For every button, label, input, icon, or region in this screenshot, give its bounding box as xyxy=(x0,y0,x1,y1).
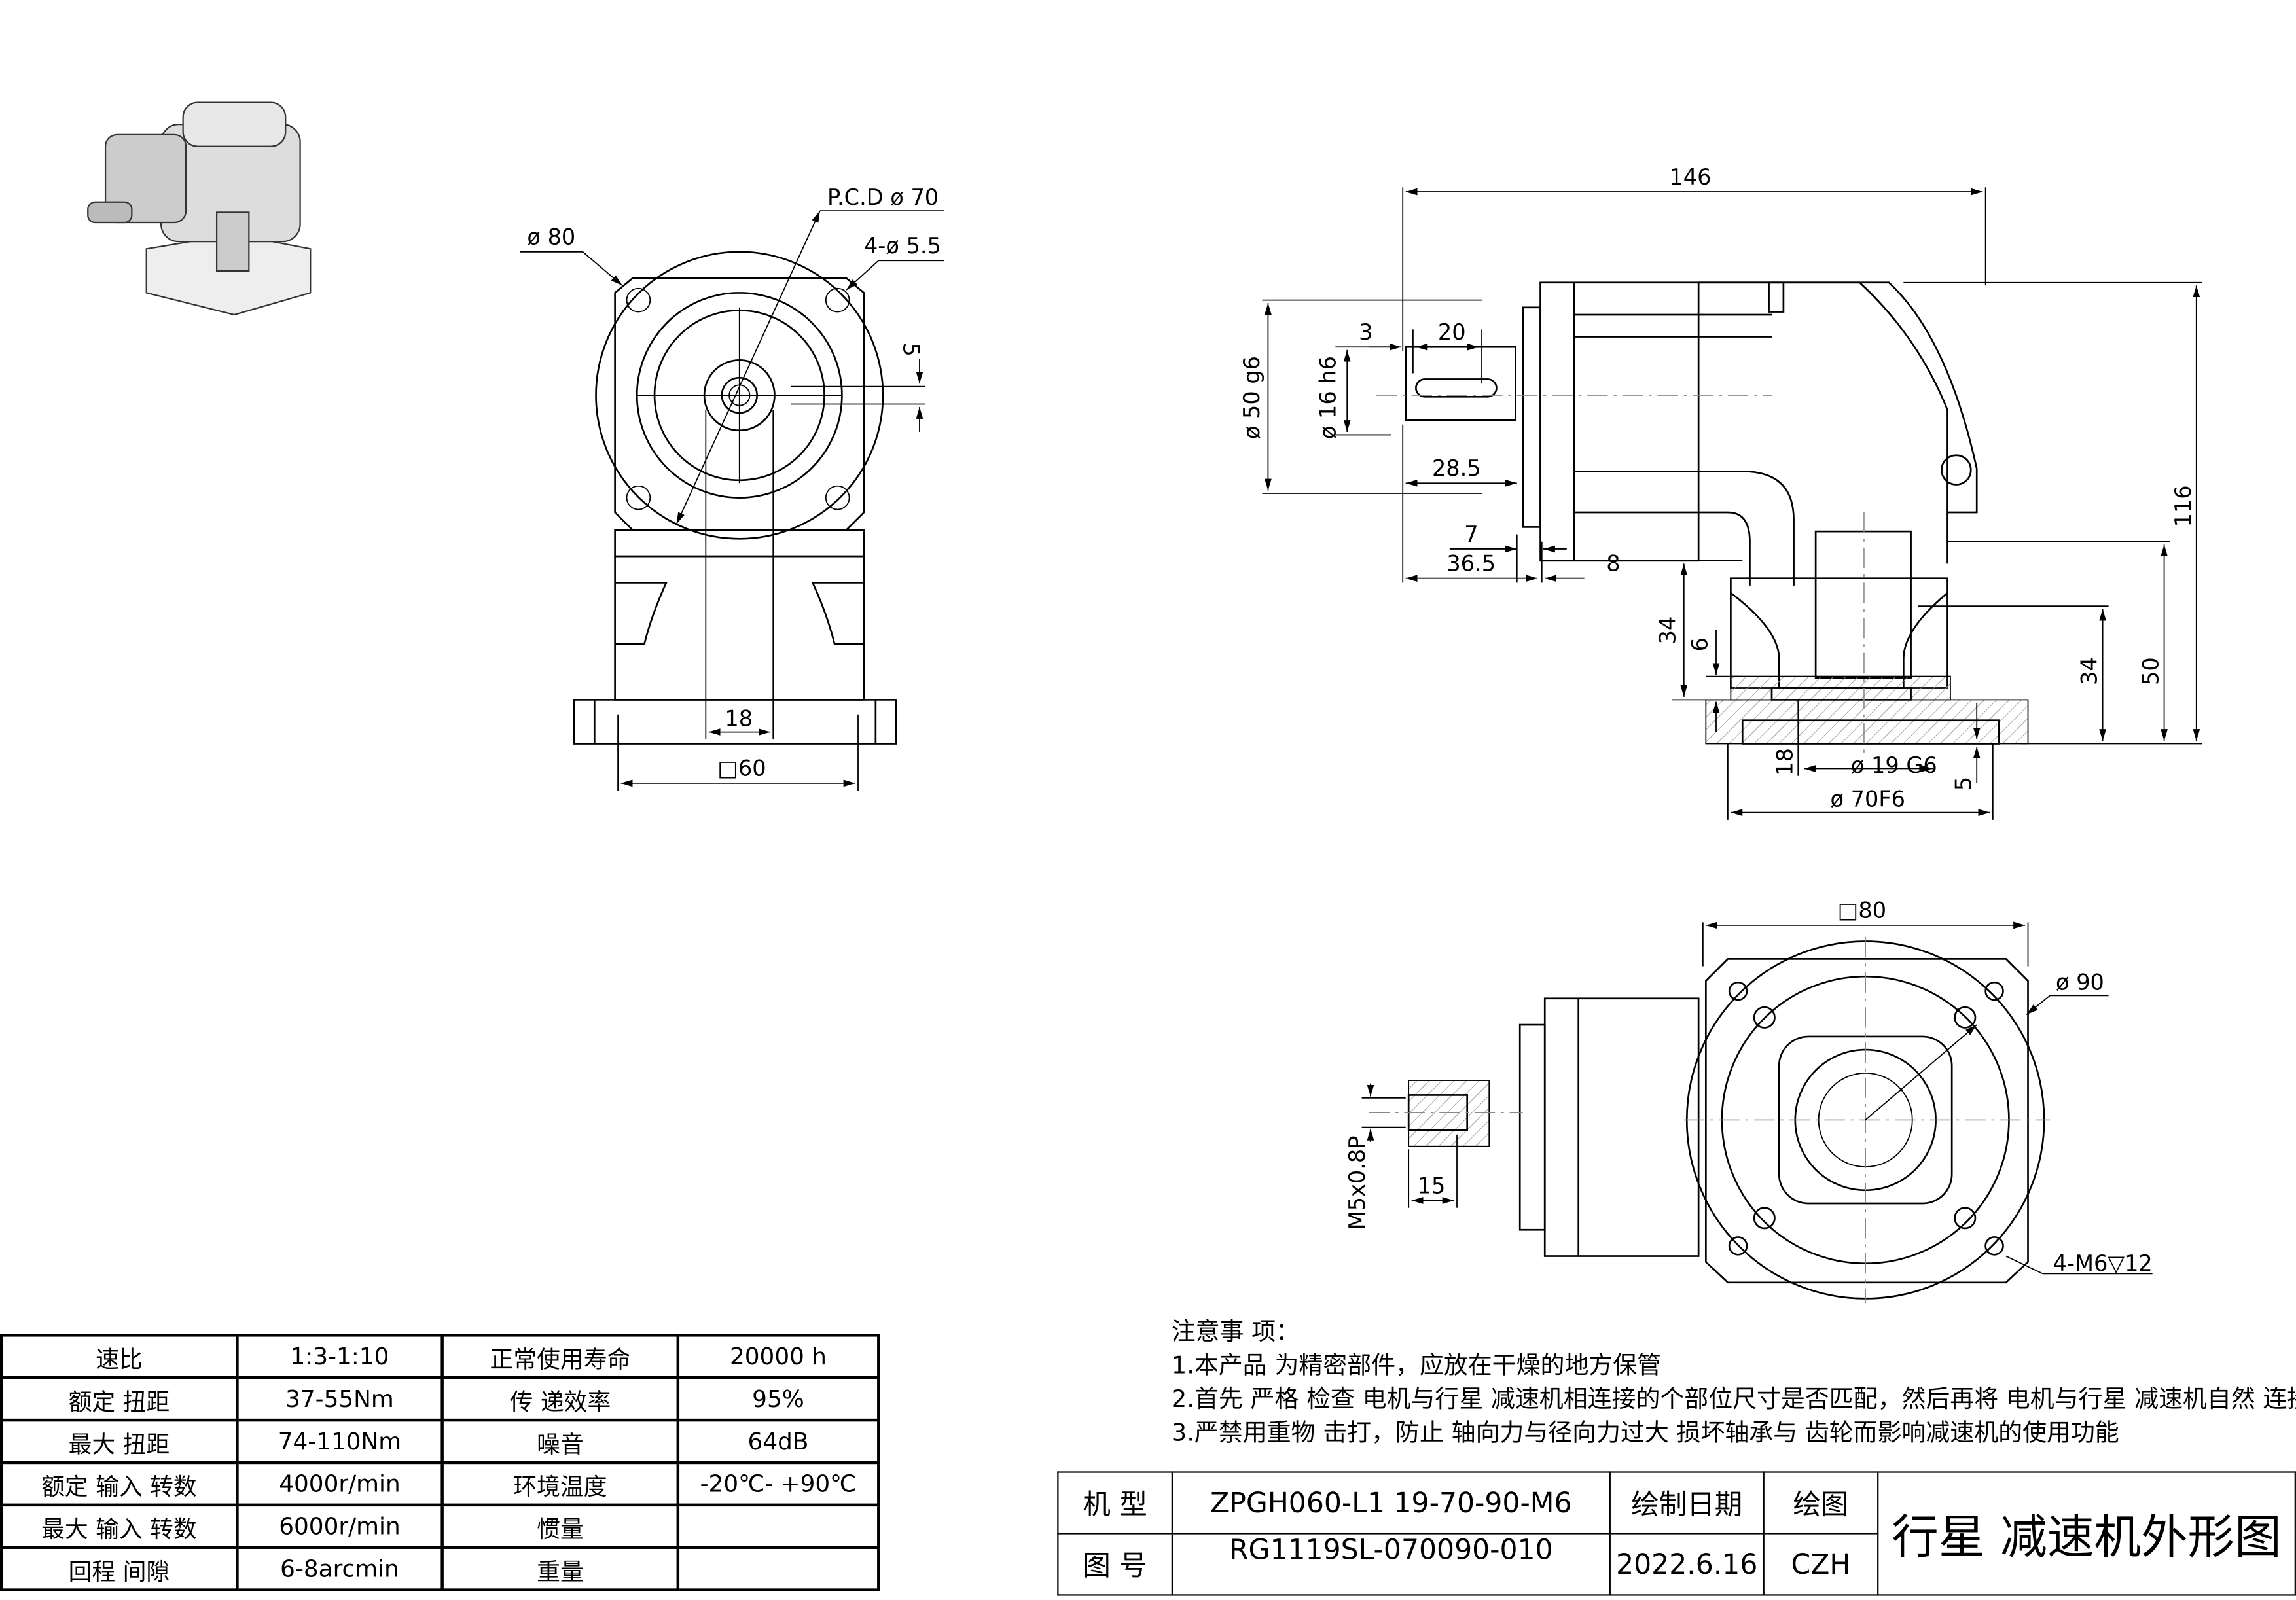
spec-label: 速比 xyxy=(0,1334,238,1379)
dim-tapped-holes: 4-M6▽12 xyxy=(2053,1251,2153,1276)
spec-value xyxy=(676,1503,880,1549)
spec-label: 噪音 xyxy=(441,1418,679,1465)
note-3: 3.严禁用重物 击打，防止 轴向力与径向力过大 损坏轴承与 齿轮而影响减速机的使… xyxy=(1171,1418,2119,1447)
dim-8: 8 xyxy=(1606,551,1620,577)
date-value: 2022.6.16 xyxy=(1609,1533,1765,1596)
spec-value: 6000r/min xyxy=(235,1503,444,1549)
drawer-value: CZH xyxy=(1763,1533,1879,1596)
spec-label: 环境温度 xyxy=(441,1461,679,1507)
spec-label: 最大 扭距 xyxy=(0,1418,238,1465)
spec-label: 额定 输入 转数 xyxy=(0,1461,238,1507)
drawing-number: RG1119SL-070090-010 xyxy=(1171,1533,1611,1596)
dim-pilot-dia: ø 50 g6 xyxy=(1239,356,1265,439)
dim-square-60: □60 xyxy=(717,756,766,781)
dim-key-width: 18 xyxy=(725,706,753,732)
spec-value: 20000 h xyxy=(676,1334,880,1379)
dim-34-right: 34 xyxy=(2077,657,2102,685)
spec-value: 37-55Nm xyxy=(235,1376,444,1422)
dim-bore-dia: ø 19 G6 xyxy=(1851,753,1937,778)
dim-pcd: P.C.D ø 70 xyxy=(827,185,939,210)
spec-value: 95% xyxy=(676,1376,880,1422)
note-2: 2.首先 严格 检查 电机与行星 减速机相连接的个部位尺寸是否匹配，然后再将 电… xyxy=(1171,1385,2296,1413)
notes: 注意事 项： 1.本产品 为精密部件，应放在干燥的地方保管 2.首先 严格 检查… xyxy=(1172,1315,2296,1449)
dim-key-height: 5 xyxy=(898,343,924,357)
spec-value: 74-110Nm xyxy=(235,1418,444,1465)
dim-dia-90: ø 90 xyxy=(2056,969,2104,995)
dim-shaft-dia: ø 16 h6 xyxy=(1315,356,1340,439)
model-value: ZPGH060-L1 19-70-90-M6 xyxy=(1171,1471,1611,1535)
spec-label: 惯量 xyxy=(441,1503,679,1549)
spec-label: 额定 扭距 xyxy=(0,1376,238,1422)
model-label: 机 型 xyxy=(1057,1471,1173,1535)
bottom-view: □80 ø 90 4-M6▽12 M5x0.8P 15 xyxy=(1344,898,2153,1304)
spec-label: 回程 间隙 xyxy=(0,1546,238,1591)
dim-thread: M5x0.8P xyxy=(1344,1136,1370,1230)
drawer-label: 绘图 xyxy=(1763,1471,1879,1535)
drawing-title: 行星 减速机外形图 xyxy=(1877,1471,2296,1596)
front-view: 18 □60 5 P.C.D ø 70 ø 80 4-ø 5.5 xyxy=(520,185,944,791)
title-block: 机 型 ZPGH060-L1 19-70-90-M6 绘制日期 绘图 行星 减速… xyxy=(1057,1471,2296,1596)
dim-20: 20 xyxy=(1438,319,1466,345)
spec-value: 1:3-1:10 xyxy=(235,1334,444,1379)
dim-length-146: 146 xyxy=(1669,164,1711,190)
note-1: 1.本产品 为精密部件，应放在干燥的地方保管 xyxy=(1171,1351,1662,1379)
spec-label: 重量 xyxy=(441,1546,679,1591)
dim-116: 116 xyxy=(2170,485,2196,527)
spec-label: 最大 输入 转数 xyxy=(0,1503,238,1549)
dim-18: 18 xyxy=(1772,748,1797,776)
dim-3: 3 xyxy=(1359,319,1372,345)
dim-7: 7 xyxy=(1464,522,1478,547)
dim-flange-dia: ø 80 xyxy=(527,224,575,250)
notes-title: 注意事 项： xyxy=(1171,1317,1300,1345)
dim-34-left: 34 xyxy=(1655,616,1680,645)
date-label: 绘制日期 xyxy=(1609,1471,1765,1535)
dim-15: 15 xyxy=(1418,1173,1446,1198)
dim-36-5: 36.5 xyxy=(1446,551,1496,577)
dim-50: 50 xyxy=(2138,657,2164,685)
dim-5: 5 xyxy=(1950,777,1976,791)
dim-28-5: 28.5 xyxy=(1432,455,1481,481)
spec-value: 6-8arcmin xyxy=(235,1546,444,1591)
spec-label: 传 递效率 xyxy=(441,1376,679,1422)
spec-value: 64dB xyxy=(676,1418,880,1465)
spec-label: 正常使用寿命 xyxy=(441,1334,679,1379)
isometric-render xyxy=(87,101,312,316)
spec-value: 4000r/min xyxy=(235,1461,444,1507)
number-label: 图 号 xyxy=(1057,1533,1173,1596)
dim-square-80: □80 xyxy=(1838,898,1886,923)
spec-value xyxy=(676,1546,880,1591)
spec-value: -20℃- +90℃ xyxy=(676,1461,880,1507)
side-view: 146 ø 50 g6 ø 16 h6 3 20 28.5 7 36.5 8 1… xyxy=(1239,164,2202,820)
dim-output-pilot: ø 70F6 xyxy=(1831,787,1906,812)
dim-mount-holes: 4-ø 5.5 xyxy=(864,233,941,258)
dim-6: 6 xyxy=(1687,637,1713,651)
